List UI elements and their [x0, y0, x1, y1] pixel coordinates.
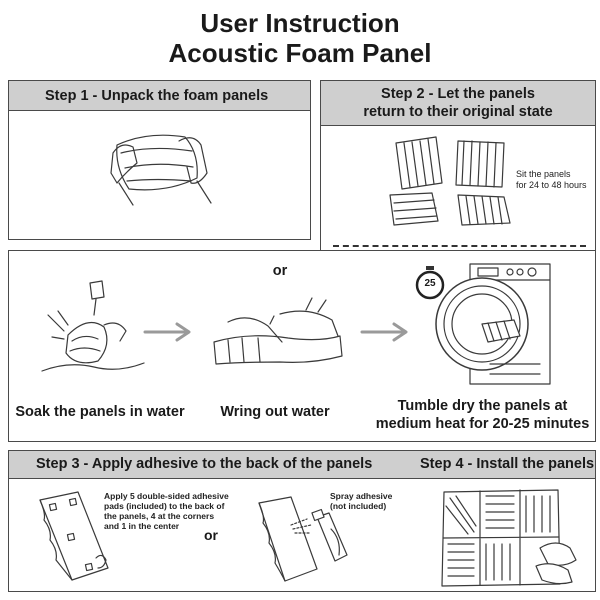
install-illustration [441, 489, 577, 587]
step2-note-line2: for 24 to 48 hours [516, 180, 587, 190]
arrow-icon-2 [360, 322, 408, 342]
spray-line2: (not included) [330, 501, 387, 511]
spray-illustration [258, 496, 348, 582]
title-line-1: User Instruction [200, 8, 400, 38]
or-label-wash: or [272, 263, 288, 279]
wring-label: Wring out water [220, 404, 330, 420]
step2-header: Step 2 - Let the panels return to their … [321, 81, 595, 126]
step2-note: Sit the panels for 24 to 48 hours [516, 169, 587, 191]
pads-line4: and 1 in the center [104, 521, 180, 531]
soak-illustration [41, 280, 145, 372]
spray-note: Spray adhesive (not included) [330, 491, 392, 511]
pads-line3: the panels, 4 at the corners [104, 511, 215, 521]
timer-value: 25 [424, 278, 436, 289]
step2-panel: Step 2 - Let the panels return to their … [320, 80, 596, 255]
pads-line1: Apply 5 double-sided adhesive [104, 491, 229, 501]
adhesive-pads-illustration [39, 491, 109, 581]
step1-label: Step 1 - Unpack the foam panels [45, 87, 269, 104]
soak-label: Soak the panels in water [15, 404, 185, 420]
step3-label: Step 3 - Apply adhesive to the back of t… [36, 456, 373, 472]
step2-label-line1: Step 2 - Let the panels [381, 86, 535, 102]
step3-4-header [9, 451, 595, 479]
title-line-2: Acoustic Foam Panel [168, 38, 432, 68]
timer-icon [415, 266, 445, 300]
step2-label-line2: return to their original state [363, 104, 553, 120]
or-label-adhesive: or [204, 527, 218, 543]
step4-label: Step 4 - Install the panels [420, 456, 595, 472]
pads-line2: pads (included) to the back of [104, 501, 225, 511]
tumble-label-line1: Tumble dry the panels at [397, 398, 568, 414]
unpack-illustration [110, 134, 212, 206]
step1-panel: Step 1 - Unpack the foam panels [8, 80, 311, 240]
dashed-divider [333, 245, 586, 247]
step1-header: Step 1 - Unpack the foam panels [9, 81, 310, 111]
step2-note-line1: Sit the panels [516, 169, 571, 179]
panels-resting-illustration [389, 136, 511, 226]
pads-instructions: Apply 5 double-sided adhesive pads (incl… [104, 491, 229, 531]
spray-line1: Spray adhesive [330, 491, 393, 501]
tumble-label-line2: medium heat for 20-25 minutes [375, 416, 590, 432]
tumble-label: Tumble dry the panels at medium heat for… [370, 397, 595, 433]
arrow-icon-1 [143, 322, 191, 342]
dryer-illustration [435, 263, 551, 385]
wring-illustration [213, 297, 343, 365]
